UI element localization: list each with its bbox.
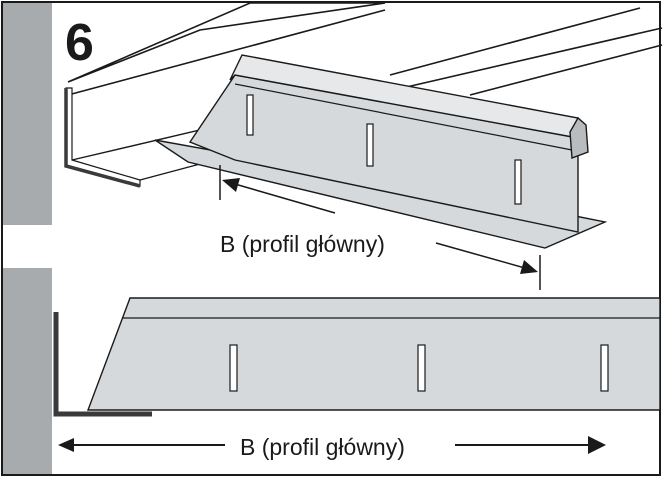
upper-dim-arrow-left <box>222 178 240 192</box>
profile-web <box>188 74 579 233</box>
upper-dim-line-b <box>435 242 533 271</box>
lower-wall-angle <box>53 312 152 417</box>
profile-bulb-edge <box>234 83 573 151</box>
ceiling-board-2-top <box>389 7 641 76</box>
ceiling-board-1-edge <box>67 9 386 96</box>
ceiling-board-1 <box>67 2 386 83</box>
step-number: 6 <box>65 14 94 72</box>
upper-dim-arrow-right <box>520 260 538 274</box>
lower-dimension <box>58 436 606 454</box>
wall-angle-line <box>64 88 141 188</box>
upper-main-profile <box>154 54 608 249</box>
upper-dimension-label: B (profil główny) <box>220 231 385 257</box>
lower-wall <box>3 268 52 474</box>
lower-dim-arrow-left <box>58 438 74 452</box>
lower-dim-arrow-right <box>588 436 606 454</box>
ceiling-board-2-bottom <box>384 27 663 93</box>
lower-slot-3 <box>600 344 609 392</box>
upper-dim-line-a <box>227 181 336 214</box>
ceiling-boards <box>67 2 663 96</box>
profile-slot-2 <box>366 123 374 167</box>
lower-slot-2 <box>417 344 426 392</box>
ceiling-board-3-top <box>469 44 663 96</box>
upper-wall <box>3 3 52 225</box>
lower-slot-1 <box>229 344 238 392</box>
upper-dimension <box>219 165 541 290</box>
lower-main-profile <box>86 297 661 411</box>
profile-end-cap <box>569 116 589 159</box>
lower-profile-body <box>86 297 661 411</box>
profile-slot-3 <box>514 159 522 205</box>
lower-dimension-label: B (profil główny) <box>240 434 405 460</box>
profile-slot-1 <box>246 94 254 136</box>
